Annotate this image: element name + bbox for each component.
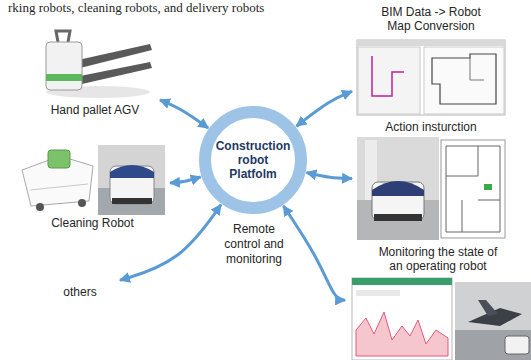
bim-map-screenshot (424, 47, 504, 114)
pallet-agv-picture (46, 42, 82, 90)
platform-ring (205, 112, 301, 208)
cropped-body-text: rking robots, cleaning robots, and deliv… (8, 0, 348, 15)
bim-map-screenshot (357, 40, 505, 115)
bim-map-screenshot (357, 40, 505, 46)
robot-group: Cleaning Robot (15, 140, 170, 236)
cleaning-robot-picture (110, 165, 154, 178)
double-arrow (283, 206, 345, 300)
robot-group: others (40, 280, 120, 305)
action-instruction-picture (357, 137, 505, 240)
action-instruction-picture (372, 182, 424, 220)
monitoring-picture (455, 330, 531, 360)
cleaning-robot-picture (48, 150, 70, 168)
action-instruction-picture (374, 214, 422, 221)
double-arrow (307, 173, 352, 179)
action-instruction-picture (372, 181, 424, 196)
bim-map-screenshot (470, 58, 484, 80)
pallet-agv-picture (80, 62, 152, 84)
bim-map-screenshot (432, 54, 496, 104)
action-instruction-picture (441, 140, 505, 238)
monitoring-picture (352, 278, 452, 285)
double-arrow (170, 177, 201, 183)
group-caption: Hand pallet AGV (33, 103, 157, 117)
monitoring-picture (352, 278, 531, 360)
cleaning-robot-picture (98, 145, 165, 215)
cleaning-robot-picture (36, 203, 44, 211)
action-instruction-picture (446, 146, 500, 232)
group-caption: Cleaning Robot (23, 216, 163, 230)
bim-map-screenshot (357, 40, 505, 115)
monitoring-picture (505, 336, 529, 354)
monitoring-picture (356, 290, 400, 296)
monitoring-picture (356, 312, 448, 356)
double-arrow (296, 91, 352, 126)
cleaning-robot-picture (22, 145, 165, 215)
cleaning-robot-picture (78, 199, 86, 207)
platform-circle: Construction robot Platfolm (199, 106, 307, 214)
group-caption: Monitoring the state of an operating rob… (371, 245, 506, 273)
group-caption: others (45, 285, 115, 299)
robot-group: Hand pallet AGV (30, 25, 160, 123)
platform-title: Construction robot Platfolm (213, 139, 293, 181)
pallet-agv-picture (46, 31, 152, 98)
double-arrow (160, 100, 208, 128)
cleaning-robot-picture (112, 198, 152, 204)
function-group: Action insturction (352, 118, 510, 243)
monitoring-picture (352, 278, 452, 360)
bim-map-screenshot (372, 56, 404, 96)
pallet-agv-picture (56, 31, 70, 42)
cleaning-robot-picture (30, 184, 88, 190)
group-caption: Action insturction (361, 120, 501, 134)
action-instruction-picture (357, 137, 439, 240)
bim-map-screenshot (358, 47, 420, 114)
function-group: Monitoring the state of an operating rob… (345, 243, 531, 360)
edge-note: Remote control and monitoring (218, 222, 290, 267)
group-caption: BIM Data -> Robot Map Conversion (369, 5, 494, 33)
function-group: BIM Data -> Robot Map Conversion (352, 3, 510, 118)
action-instruction-picture (484, 184, 492, 190)
monitoring-picture (455, 282, 531, 360)
pallet-agv-picture (46, 74, 82, 81)
cleaning-robot-picture (110, 166, 154, 204)
monitoring-picture (478, 300, 498, 316)
double-arrow (120, 205, 221, 281)
